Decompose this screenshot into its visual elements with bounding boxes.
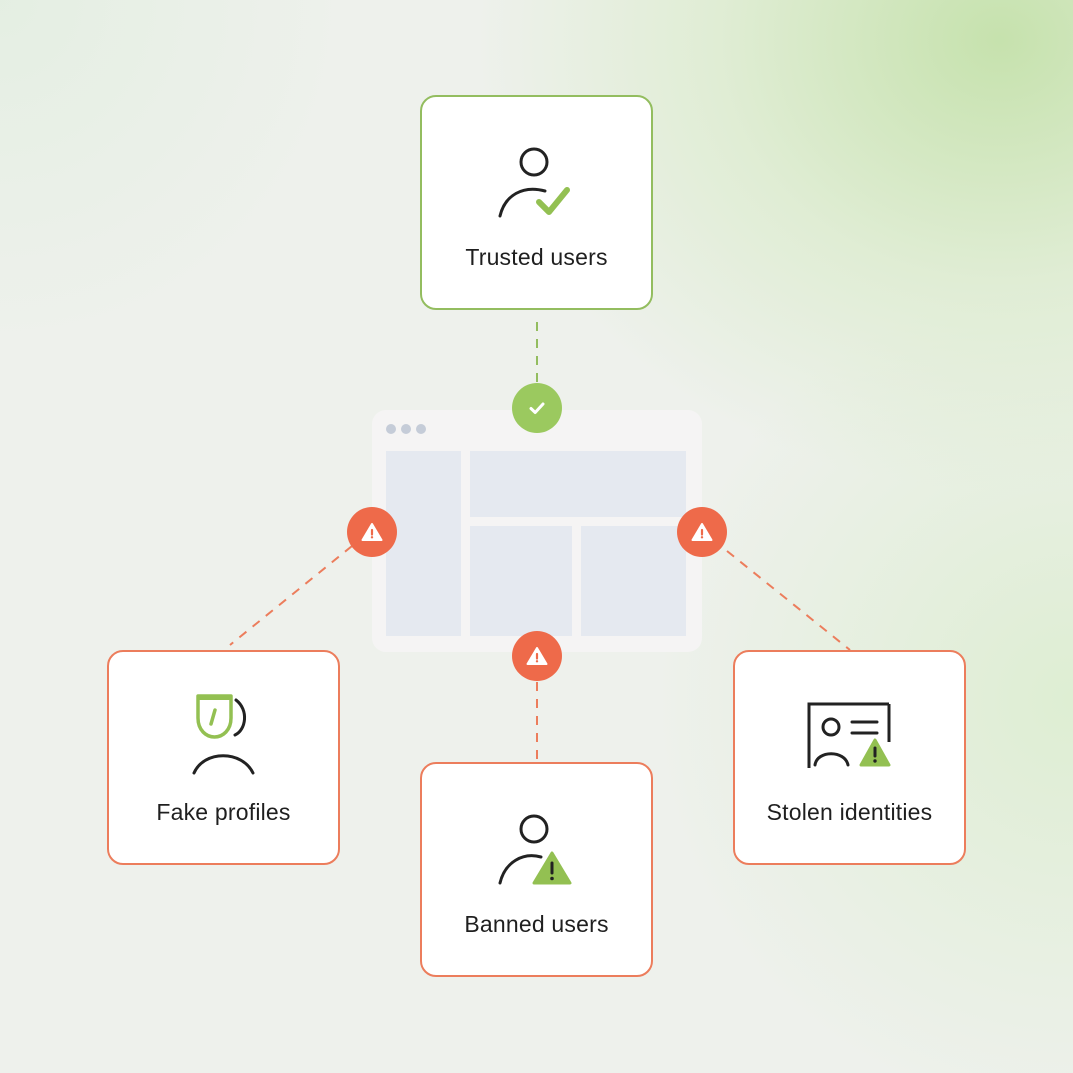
window-dot [401, 424, 411, 434]
fake-profiles-label: Fake profiles [156, 799, 291, 825]
stolen-identities-label: Stolen identities [766, 799, 933, 825]
window-sidebar-pane [386, 451, 461, 636]
warning-badge-icon [347, 507, 397, 557]
app-window-icon [372, 410, 702, 652]
id-card-warning-icon [807, 702, 890, 768]
masked-user-icon [192, 694, 254, 775]
connector-stolen [726, 550, 851, 651]
banned-users-card: Banned users [420, 762, 653, 977]
window-content-pane [581, 526, 686, 636]
check-badge-icon [512, 383, 562, 433]
stolen-identities-card: Stolen identities [733, 650, 966, 865]
window-dot [416, 424, 426, 434]
fake-profiles-card: Fake profiles [107, 650, 340, 865]
warning-badge-icon [677, 507, 727, 557]
user-warning-icon [498, 814, 571, 885]
window-content-pane [470, 526, 572, 636]
banned-users-label: Banned users [464, 911, 609, 937]
window-dot [386, 424, 396, 434]
trusted-users-label: Trusted users [465, 244, 608, 270]
trusted-users-card: Trusted users [420, 95, 653, 310]
window-header-pane [470, 451, 686, 517]
warning-badge-icon [512, 631, 562, 681]
user-check-icon [498, 147, 570, 218]
connector-fake [229, 545, 353, 646]
